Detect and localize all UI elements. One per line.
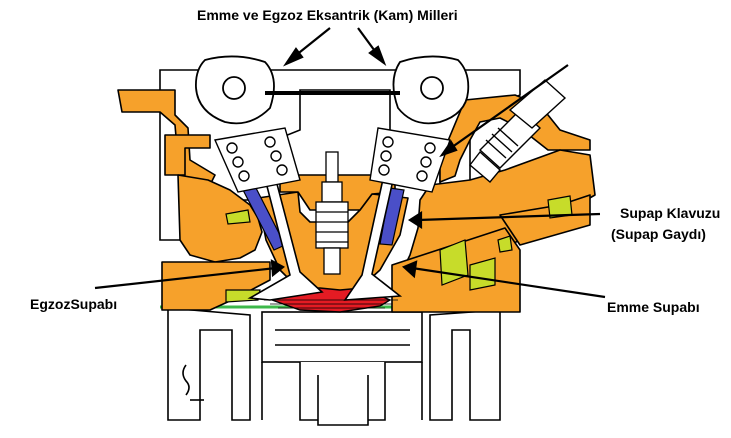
intake-valve-label: Emme Supabı	[607, 299, 700, 315]
exhaust-valve-spring	[213, 127, 301, 193]
exhaust-camshaft-center	[222, 76, 246, 100]
fuel-injector	[469, 79, 567, 183]
valve-guide-label: Supap Klavuzu	[620, 205, 721, 221]
head-casting	[117, 89, 596, 313]
chamber-hatching	[264, 299, 398, 309]
camshafts	[195, 55, 470, 125]
pointer-arrows	[94, 27, 606, 299]
exhaust-valve-label: EgzozSupabı	[30, 296, 118, 312]
camshafts-label: Emme ve Egzoz Eksantrik (Kam) Milleri	[197, 7, 458, 23]
intake-camshaft-center	[420, 76, 444, 100]
intake-valve-spring	[369, 127, 451, 193]
valve-guide-alt-label: (Supap Gaydı)	[611, 226, 706, 242]
cylinder-block	[167, 307, 501, 426]
spark-plug	[315, 151, 349, 275]
